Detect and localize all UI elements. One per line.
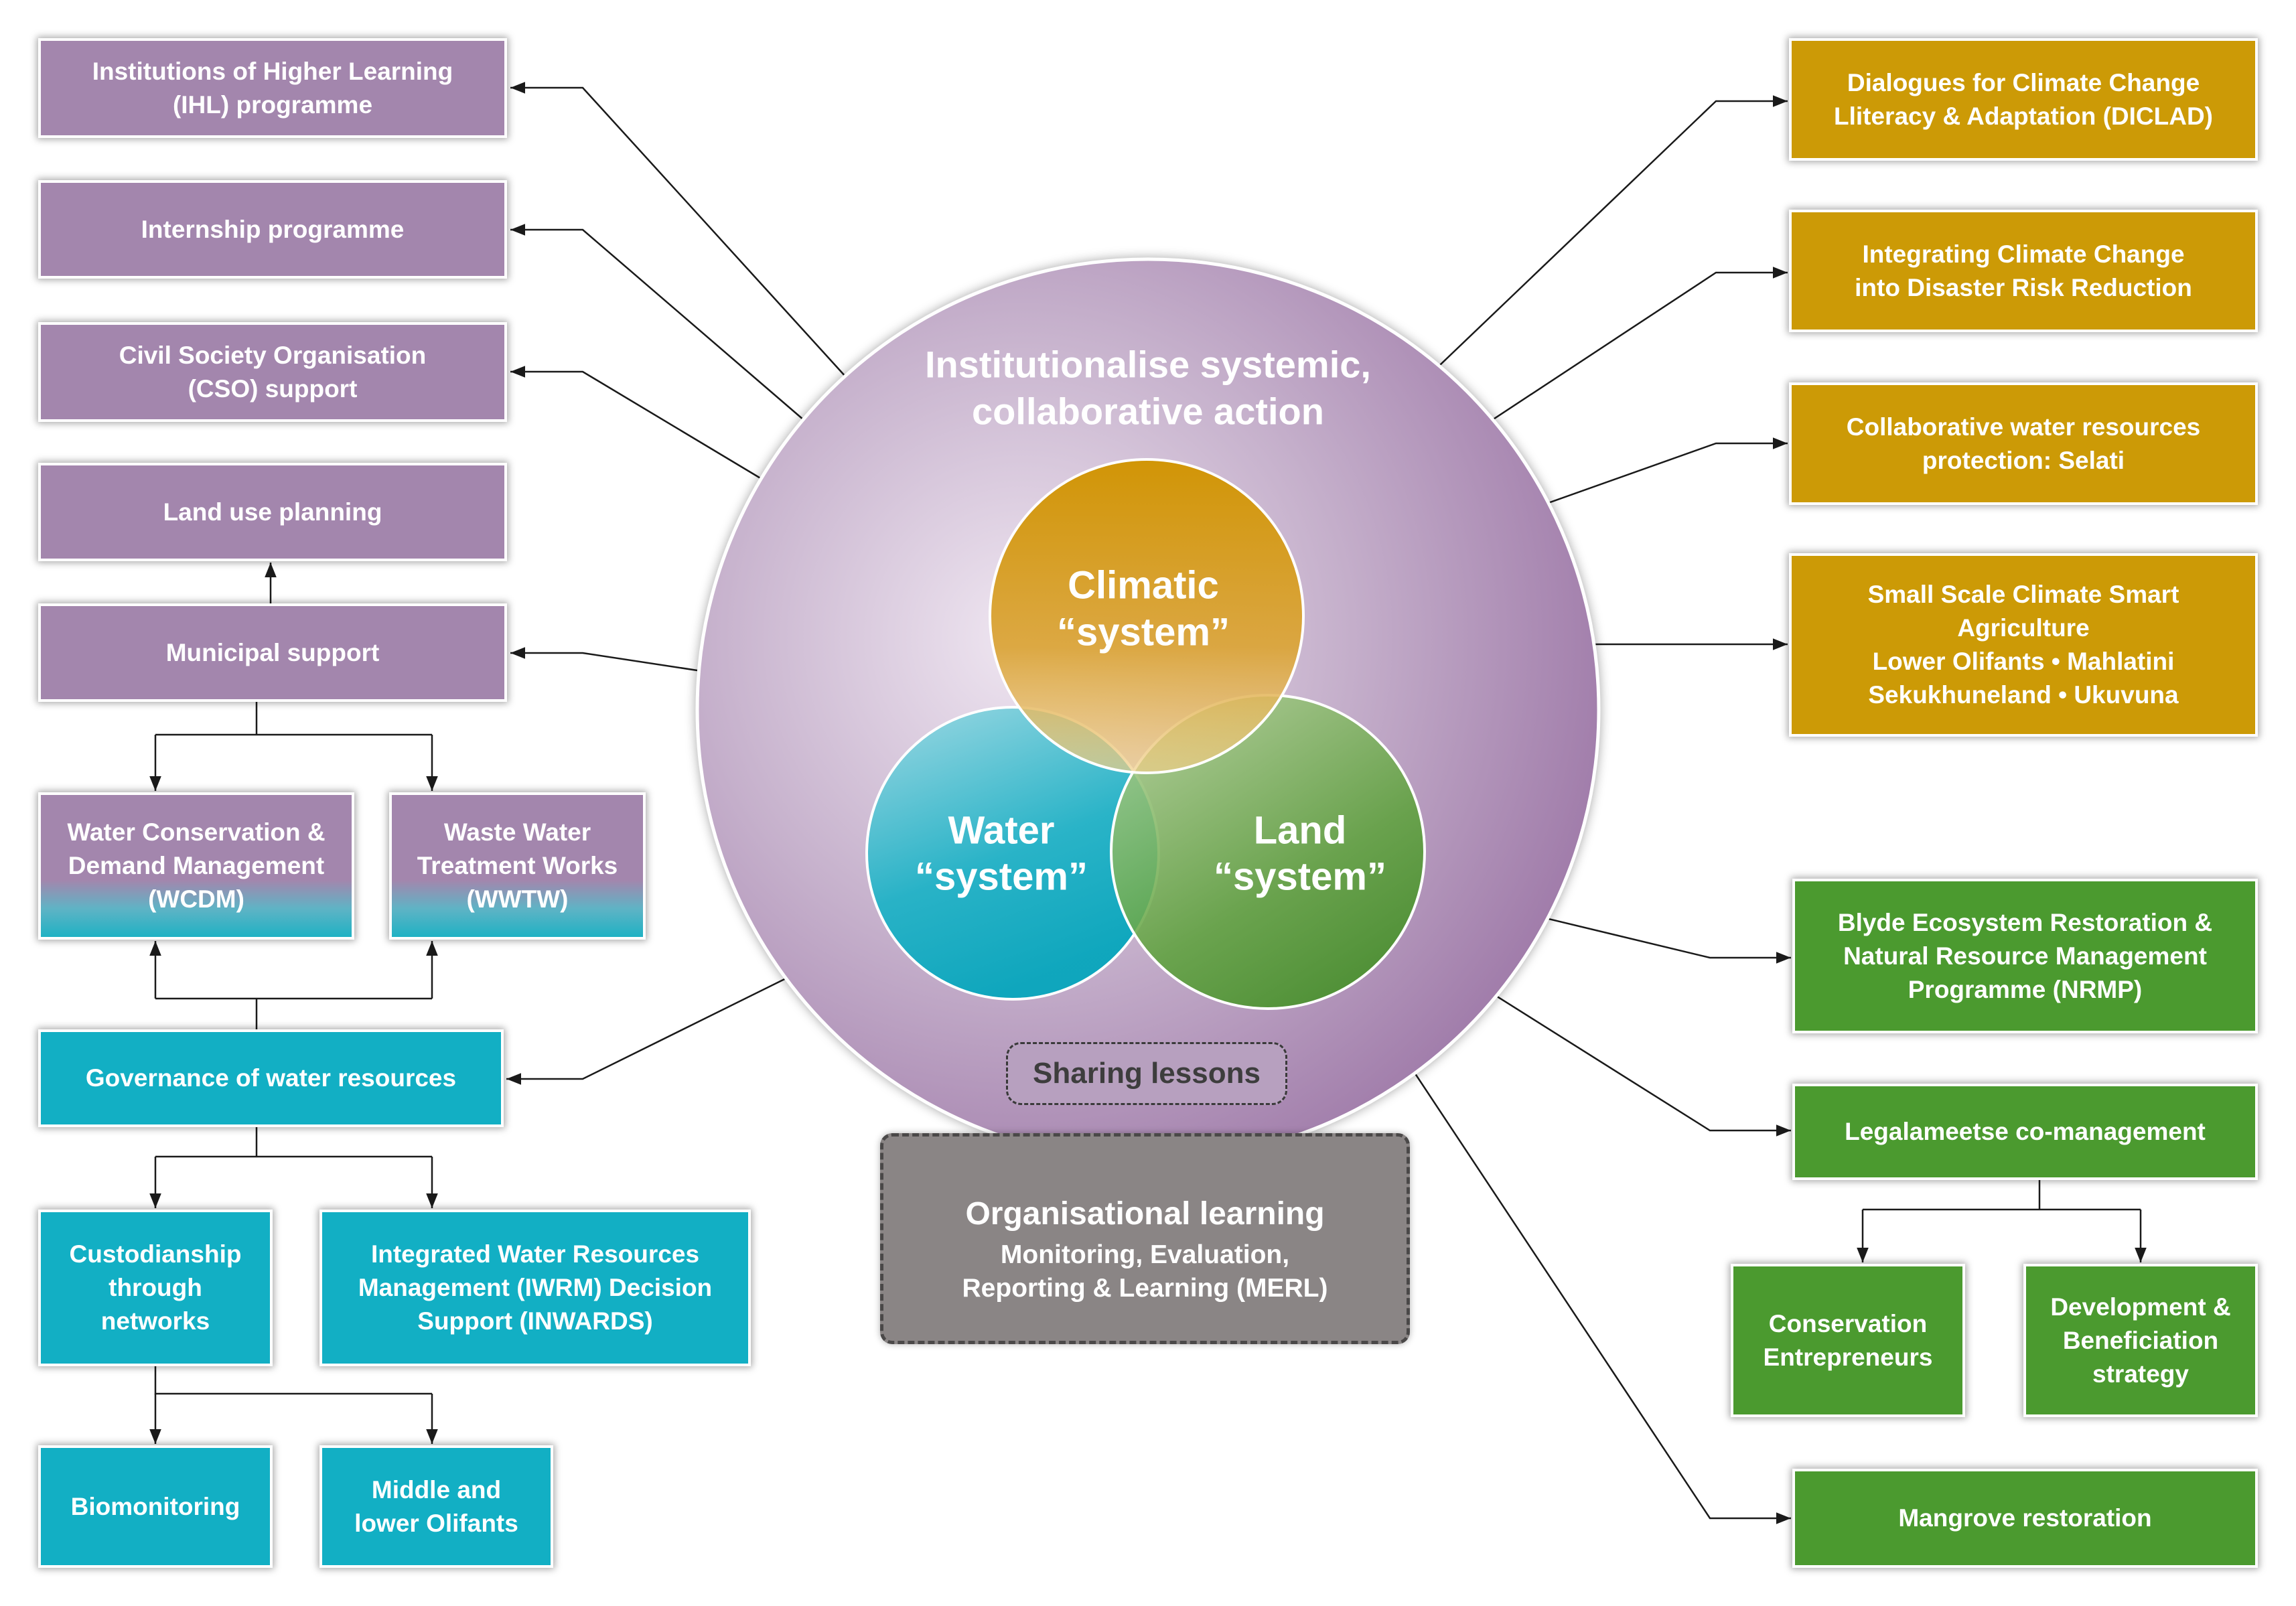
box-label-line: into Disaster Risk Reduction xyxy=(1855,273,2192,301)
box-climate-smart-agriculture: Small Scale Climate Smart Agriculture Lo… xyxy=(1789,553,2258,737)
box-label-line: Development & xyxy=(2050,1293,2231,1321)
box-conservation-entrepreneurs: Conservation Entrepreneurs xyxy=(1731,1264,1965,1417)
box-label-line: networks xyxy=(100,1307,210,1335)
water-system-label: Water xyxy=(948,809,1055,853)
box-ihl-programme: Institutions of Higher Learning (IHL) pr… xyxy=(38,38,507,138)
box-label-line: Natural Resource Management xyxy=(1843,942,2207,970)
box-label-line: Dialogues for Climate Change xyxy=(1847,68,2200,96)
connector-mangrove xyxy=(1354,983,1791,1524)
box-legalameetse: Legalameetse co-management xyxy=(1792,1084,2258,1180)
connector-internship xyxy=(510,224,804,421)
box-biomonitoring: Biomonitoring xyxy=(38,1445,273,1568)
connector-ihl xyxy=(510,82,847,378)
connector-custodianship-split xyxy=(154,1366,432,1395)
box-mangrove-restoration: Mangrove restoration xyxy=(1792,1469,2258,1568)
box-label-line: Internship programme xyxy=(141,215,405,243)
connector-governance-up-split xyxy=(155,997,432,1029)
box-label-line: Programme (NRMP) xyxy=(1908,975,2143,1003)
box-label-line: Small Scale Climate Smart xyxy=(1867,581,2179,608)
box-iwrm-inwards: Integrated Water Resources Management (I… xyxy=(319,1210,751,1366)
box-label-line: Beneficiation xyxy=(2062,1326,2219,1354)
box-label-line: Custodianship xyxy=(69,1240,242,1268)
box-label-line: Blyde Ecosystem Restoration & xyxy=(1837,908,2213,936)
box-label-line: Biomonitoring xyxy=(70,1492,240,1520)
box-custodianship: Custodianship through networks xyxy=(38,1210,273,1366)
box-label-line: Integrated Water Resources xyxy=(370,1240,700,1268)
box-label-line: Civil Society Organisation xyxy=(119,341,427,369)
box-label-line: Management (IWRM) Decision xyxy=(358,1274,713,1301)
box-label-line: Waste Water xyxy=(443,818,591,846)
box-label-line: Lower Olifants • Mahlatini xyxy=(1872,648,2175,675)
land-system-label: Land xyxy=(1254,809,1347,853)
box-label-line: Water Conservation & xyxy=(67,818,326,846)
box-label-line: Support (INWARDS) xyxy=(417,1307,653,1335)
water-system-label: “system” xyxy=(915,855,1088,899)
box-development-beneficiation: Development & Beneficiation strategy xyxy=(2023,1264,2258,1417)
sharing-lessons-box: Sharing lessons xyxy=(1006,1042,1287,1105)
connector-legalameetse-split xyxy=(1863,1180,2141,1211)
climatic-system-label: Climatic xyxy=(1068,564,1219,607)
box-middle-lower-olifants: Middle and lower Olifants xyxy=(319,1445,553,1568)
connector-municipal xyxy=(510,647,698,672)
sharing-lessons-label: Sharing lessons xyxy=(1033,1057,1261,1090)
box-internship-programme: Internship programme xyxy=(38,180,507,279)
box-governance-water-resources: Governance of water resources xyxy=(38,1029,504,1127)
box-label-line: (WWTW) xyxy=(466,885,569,913)
box-label-line: Collaborative water resources xyxy=(1846,413,2201,441)
organisational-learning-title: Organisational learning xyxy=(965,1195,1325,1232)
box-cso-support: Civil Society Organisation (CSO) support xyxy=(38,322,507,422)
box-label-line: Conservation xyxy=(1768,1309,1928,1337)
box-label-line: Middle and xyxy=(371,1475,502,1504)
box-label-line: lower Olifants xyxy=(354,1509,518,1537)
connector-municipal-split xyxy=(155,702,432,736)
box-label-line: strategy xyxy=(2092,1360,2189,1388)
box-land-use-planning: Land use planning xyxy=(38,463,507,561)
box-municipal-support: Municipal support xyxy=(38,603,507,702)
box-label-line: Integrating Climate Change xyxy=(1862,240,2185,268)
connector-governance-down-split xyxy=(155,1127,432,1158)
box-label-line: Mangrove restoration xyxy=(1898,1504,2152,1532)
box-label-line: Treatment Works xyxy=(417,852,618,879)
box-label-line: Entrepreneurs xyxy=(1763,1343,1933,1371)
box-label-line: Sekukhuneland • Ukuvuna xyxy=(1868,681,2179,709)
main-circle-title-line: Institutionalise systemic, xyxy=(925,344,1371,386)
box-label-line: through xyxy=(109,1274,202,1301)
connector-legalameetse xyxy=(1402,936,1791,1137)
connector-cso xyxy=(510,366,762,480)
box-blyde-nrmp: Blyde Ecosystem Restoration & Natural Re… xyxy=(1792,879,2258,1033)
box-label-line: protection: Selati xyxy=(1922,446,2125,474)
box-label-line: Lliteracy & Adaptation (DICLAD) xyxy=(1834,102,2213,130)
land-system-label: “system” xyxy=(1214,855,1386,899)
box-label-line: Agriculture xyxy=(1957,614,2090,642)
main-circle-title-line: collaborative action xyxy=(972,390,1324,433)
climatic-system-circle xyxy=(989,458,1305,774)
box-label-line: Demand Management xyxy=(68,852,325,879)
organisational-learning-box: Organisational learning Monitoring, Eval… xyxy=(880,1133,1410,1344)
box-wwtw: Waste Water Treatment Works (WWTW) xyxy=(389,792,646,940)
box-selati: Collaborative water resources protection… xyxy=(1789,382,2258,505)
box-label-line: Municipal support xyxy=(165,638,380,666)
box-label-line: Governance of water resources xyxy=(85,1064,457,1092)
organisational-learning-line: Reporting & Learning (MERL) xyxy=(962,1273,1328,1303)
climatic-system-label: “system” xyxy=(1057,611,1230,654)
box-wcdm: Water Conservation & Demand Management (… xyxy=(38,792,354,940)
box-label-line: Institutions of Higher Learning xyxy=(92,57,453,85)
organisational-learning-line: Monitoring, Evaluation, xyxy=(1000,1240,1290,1269)
box-label-line: (WCDM) xyxy=(148,885,244,913)
box-label-line: Legalameetse co-management xyxy=(1845,1118,2206,1145)
box-diclad: Dialogues for Climate Change Lliteracy &… xyxy=(1789,38,2258,161)
box-label-line: Land use planning xyxy=(163,498,382,526)
box-disaster-risk-reduction: Integrating Climate Change into Disaster… xyxy=(1789,210,2258,332)
box-label-line: (CSO) support xyxy=(188,374,358,403)
box-label-line: (IHL) programme xyxy=(172,90,373,119)
